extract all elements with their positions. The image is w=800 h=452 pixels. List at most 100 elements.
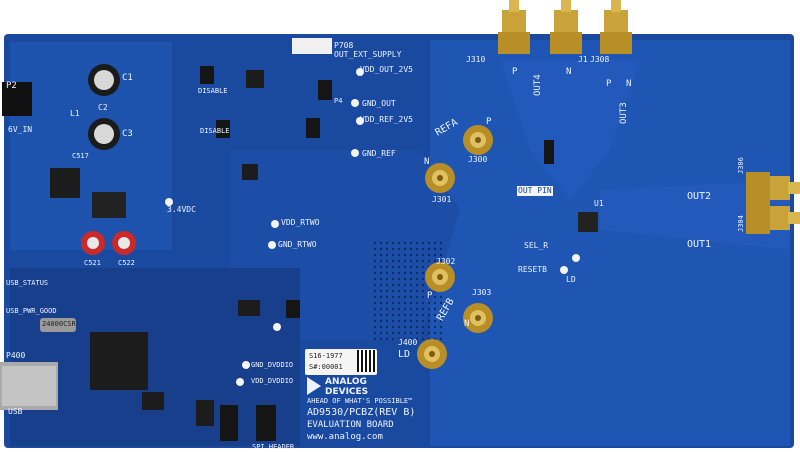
label-j1: J1 bbox=[578, 55, 588, 64]
board-subtitle: EVALUATION BOARD bbox=[307, 420, 394, 430]
label-out3: OUT3 bbox=[619, 102, 629, 124]
output-trace-right bbox=[600, 180, 790, 250]
label-vdd-dvddio: VDD_DVDDIO bbox=[251, 377, 294, 385]
sma-j310 bbox=[498, 0, 530, 54]
sma-j1 bbox=[550, 0, 582, 54]
chip-u1 bbox=[578, 212, 598, 232]
header-jumpers bbox=[220, 405, 238, 441]
sma-j306 bbox=[746, 172, 800, 204]
chip-ldo bbox=[238, 300, 260, 316]
output-trace-funnel bbox=[500, 60, 640, 200]
label-j400: J400 bbox=[398, 338, 418, 347]
label-out1: OUT1 bbox=[687, 239, 712, 250]
sma-j300 bbox=[463, 125, 493, 155]
label-vdd-out-2v5: VDD_OUT_2V5 bbox=[360, 65, 413, 74]
board-website: www.analog.com bbox=[307, 432, 383, 442]
chip-ldo-top bbox=[246, 70, 264, 88]
usb-region bbox=[10, 268, 300, 446]
label-out2: OUT2 bbox=[687, 191, 712, 202]
header-p4 bbox=[318, 80, 332, 100]
label-j304: J304 bbox=[737, 215, 745, 232]
label-j303: J303 bbox=[472, 288, 492, 297]
header-disable-top bbox=[200, 66, 214, 84]
label-c517: C517 bbox=[72, 152, 89, 160]
label-out4: OUT4 bbox=[533, 74, 543, 96]
label-disable-top: DISABLE bbox=[198, 87, 228, 95]
sma-j302 bbox=[425, 262, 455, 292]
label-p2: P2 bbox=[6, 81, 17, 91]
label-n-refa: N bbox=[424, 157, 430, 167]
sma-j304 bbox=[746, 202, 800, 234]
label-usb: USB bbox=[8, 407, 23, 416]
label-c2: C2 bbox=[98, 103, 108, 112]
label-disable: DISABLE bbox=[200, 127, 230, 135]
label-p-out3: P bbox=[606, 79, 612, 89]
header-p708 bbox=[292, 38, 332, 54]
qr-code bbox=[357, 350, 375, 372]
chip-usb-controller bbox=[90, 332, 148, 390]
chip-eeprom bbox=[142, 392, 164, 410]
via-field bbox=[372, 240, 442, 340]
label-usb-status: USB_STATUS bbox=[6, 279, 49, 287]
label-j300: J300 bbox=[468, 155, 488, 164]
label-sel-r: SEL_R bbox=[524, 241, 549, 250]
label-p400: P400 bbox=[6, 351, 26, 360]
sma-j301 bbox=[425, 163, 455, 193]
crystal bbox=[40, 318, 76, 332]
label-c521: C521 bbox=[84, 259, 101, 267]
label-n-refb: N bbox=[464, 319, 470, 329]
label-l1: L1 bbox=[70, 109, 80, 118]
brand-line1: ANALOG bbox=[325, 377, 367, 387]
label-p4: P4 bbox=[334, 97, 343, 105]
label-ld-small: LD bbox=[566, 275, 576, 284]
label-p-refa: P bbox=[486, 117, 492, 127]
label-c522: C522 bbox=[118, 259, 135, 267]
sma-j303 bbox=[463, 303, 493, 333]
sma-j400 bbox=[417, 339, 447, 369]
label-j302: J302 bbox=[436, 257, 456, 266]
sticker-line2: S#:00001 bbox=[309, 363, 343, 371]
header-p412 bbox=[286, 300, 300, 318]
chip-u2 bbox=[50, 168, 80, 198]
label-resetb: RESETB bbox=[518, 265, 547, 274]
label-j308: J308 bbox=[590, 55, 610, 64]
label-j310: J310 bbox=[466, 55, 486, 64]
ground-plane-right bbox=[430, 40, 790, 446]
adi-triangle-icon bbox=[307, 377, 321, 395]
label-out-pin: OUT PIN bbox=[517, 186, 553, 196]
chip-pll-ldo bbox=[242, 164, 258, 180]
label-gnd-rtwo: GND_RTWO bbox=[278, 240, 317, 249]
label-gnd-dvddio: GND_DVDDIO bbox=[251, 361, 294, 369]
label-p-refb: P bbox=[427, 291, 433, 301]
brand-line2: DEVICES bbox=[325, 387, 369, 397]
label-ext-supply: OUT_EXT_SUPPLY bbox=[334, 50, 402, 59]
sticker-line1: S16-1977 bbox=[309, 352, 343, 360]
label-vdd-ref-2v5: VDD_REF_2V5 bbox=[360, 115, 413, 124]
board-model: AD9530/PCBZ(REV B) bbox=[307, 407, 416, 418]
label-vdd-rtwo: VDD_RTWO bbox=[281, 218, 320, 227]
label-crystal: 24000CSR bbox=[42, 320, 76, 328]
label-ld-big: LD bbox=[398, 349, 411, 360]
label-6v-in: 6V_IN bbox=[8, 125, 33, 134]
label-3v4dc: 3.4VDC bbox=[167, 205, 196, 214]
header-p4-right bbox=[306, 118, 320, 138]
label-usb-pwr-good: USB_PWR_GOOD bbox=[6, 307, 57, 315]
inductor-l502 bbox=[92, 192, 126, 218]
header-disable bbox=[216, 120, 230, 138]
label-u1: U1 bbox=[594, 199, 604, 208]
label-p-out4: P bbox=[512, 67, 518, 77]
label-n-out4: N bbox=[566, 67, 572, 77]
label-spi-header: SPI HEADER bbox=[252, 443, 295, 451]
test-points bbox=[165, 68, 580, 386]
label-gnd-ref: GND_REF bbox=[362, 149, 396, 158]
label-p708: P708 bbox=[334, 41, 354, 50]
header-spi bbox=[256, 405, 276, 441]
sma-j308 bbox=[600, 0, 632, 54]
chip-buffer bbox=[196, 400, 214, 426]
label-j306: J306 bbox=[737, 157, 745, 174]
label-n-out3: N bbox=[626, 79, 632, 89]
label-j301: J301 bbox=[432, 195, 452, 204]
label-gnd-out: GND_OUT bbox=[362, 99, 396, 108]
